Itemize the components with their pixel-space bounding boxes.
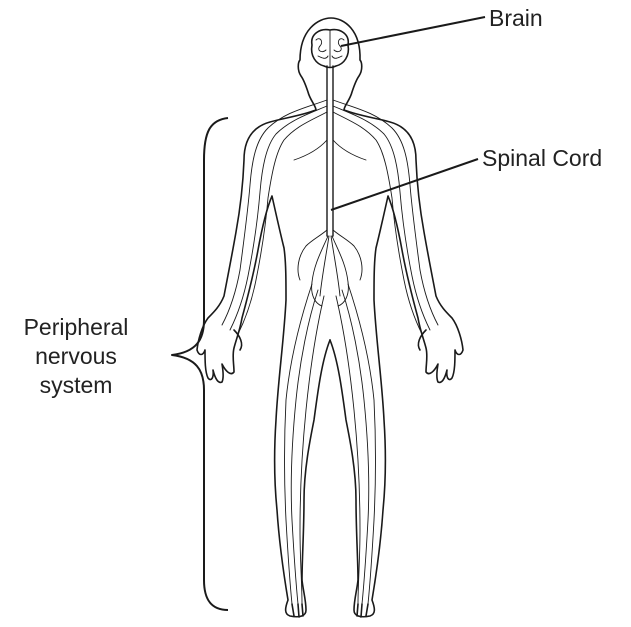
peripheral-label: Peripheral nervous system [24, 314, 129, 398]
right-side-outline [330, 110, 463, 617]
right-toes [357, 604, 368, 617]
left-toes [292, 604, 303, 617]
brain [312, 30, 349, 68]
spinal-cord-leader-line [331, 159, 478, 210]
peripheral-label-line-2: nervous [35, 343, 117, 369]
body-outline [197, 18, 463, 617]
peripheral-nerves [222, 100, 438, 604]
peripheral-label-line-3: system [40, 372, 113, 398]
brain-leader-line [341, 17, 485, 46]
left-side-outline [197, 110, 330, 617]
peripheral-label-line-1: Peripheral [24, 314, 129, 340]
peripheral-brace [172, 118, 228, 610]
spinal-cord-label: Spinal Cord [482, 145, 602, 171]
brain-label: Brain [489, 5, 543, 31]
